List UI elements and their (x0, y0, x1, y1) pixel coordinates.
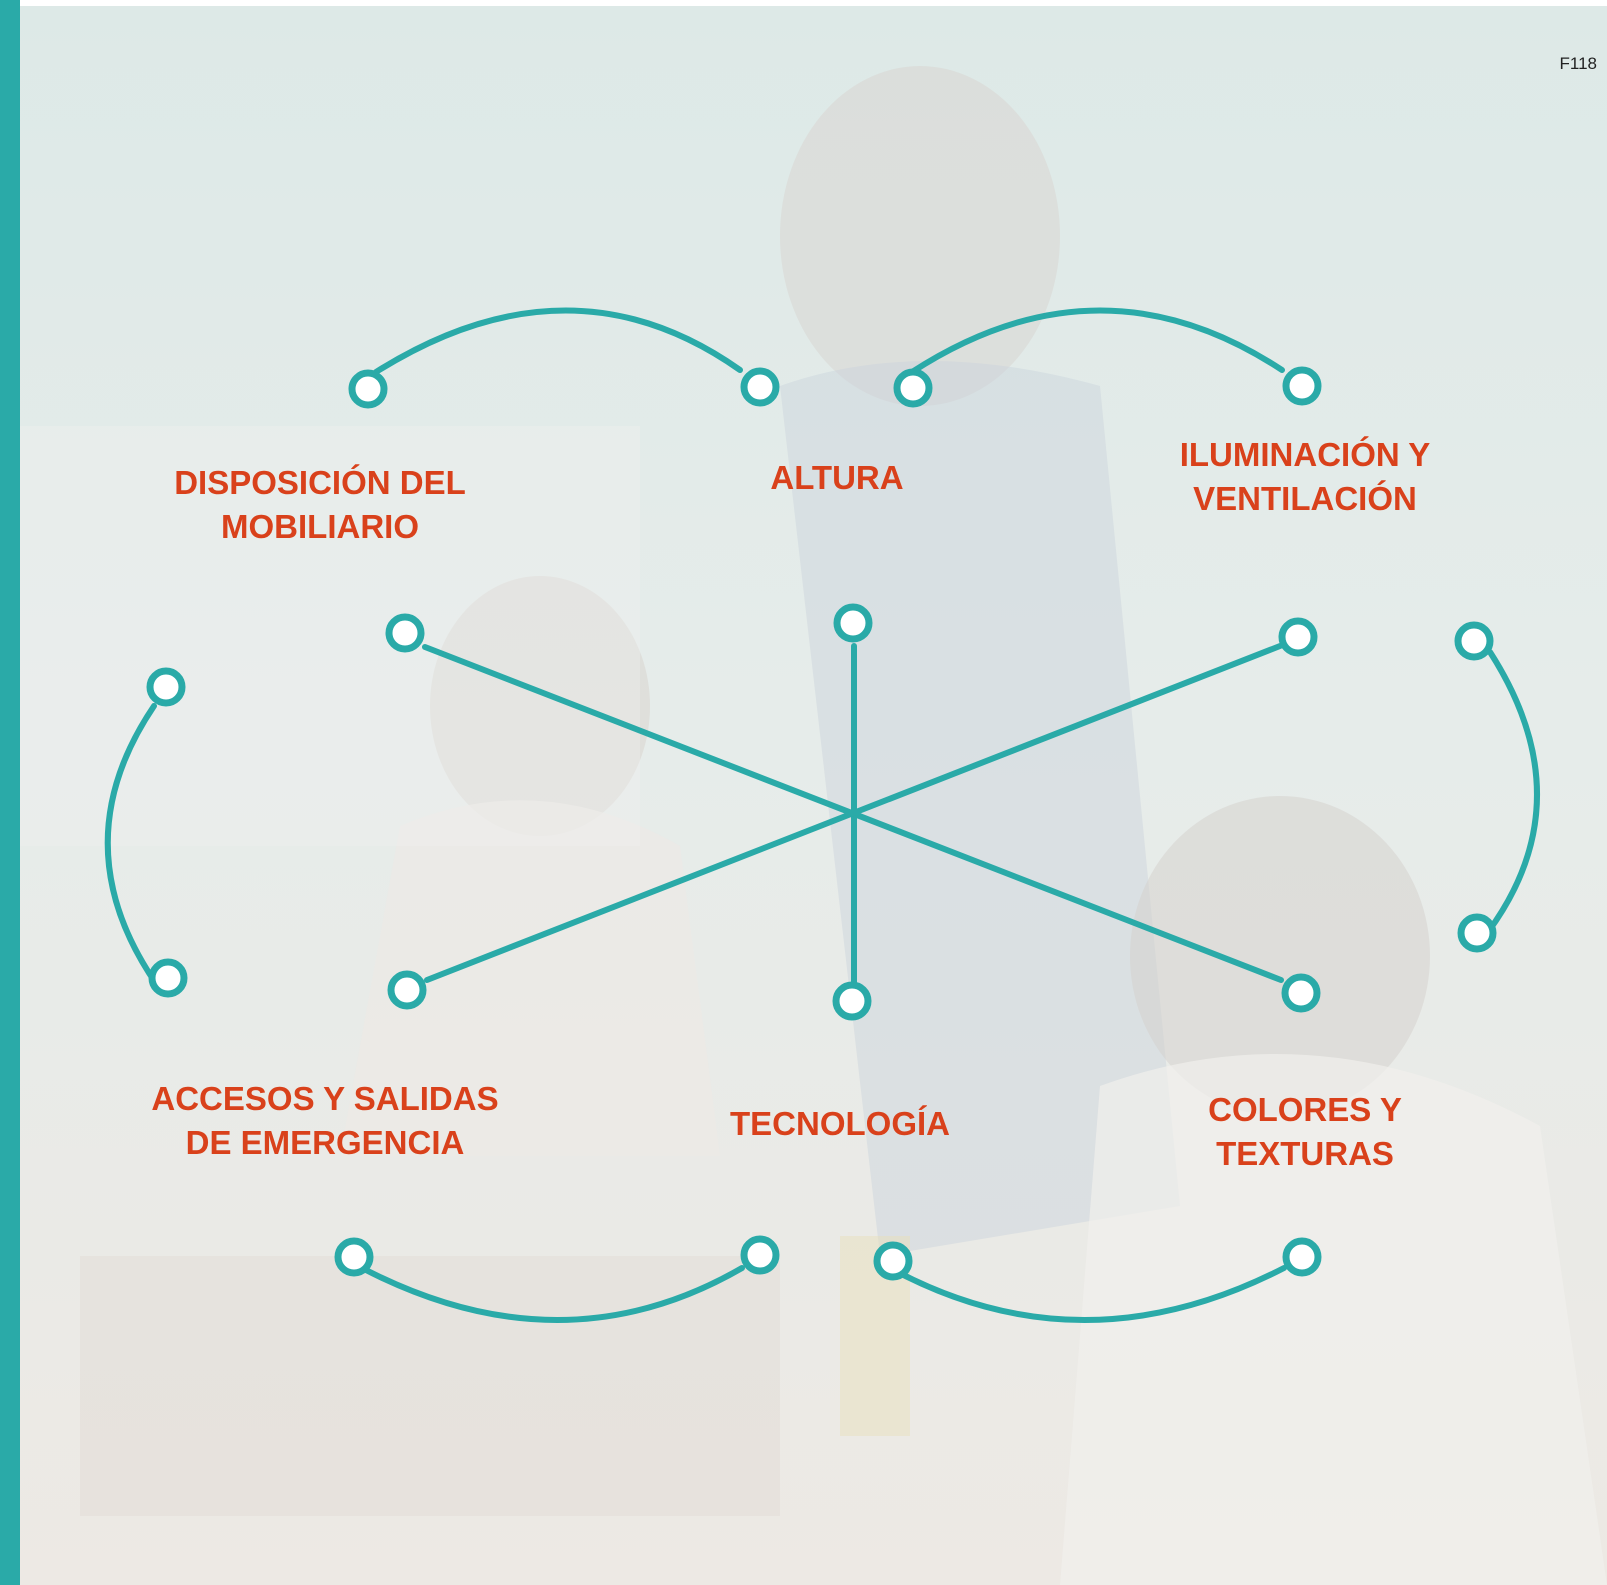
node-ring (387, 970, 427, 1010)
label-iluminacion-y-ventilacion: ILUMINACIÓN Y VENTILACIÓN (1179, 436, 1431, 517)
node-ring (873, 1241, 913, 1281)
top-strip (20, 0, 1607, 6)
classroom-background-photo (20, 6, 1607, 1585)
label-altura: ALTURA (770, 459, 904, 496)
node-ring (1282, 1237, 1322, 1277)
label-disposicion-del-mobiliario: DISPOSICIÓN DEL MOBILIARIO (174, 464, 466, 545)
node-ring (146, 667, 186, 707)
node-ring (893, 368, 933, 408)
label-colores-y-texturas: COLORES Y TEXTURAS (1208, 1091, 1402, 1172)
node-ring (334, 1237, 374, 1277)
label-tecnologia: TECNOLOGÍA (730, 1105, 950, 1142)
node-ring (740, 1235, 780, 1275)
arc-right (1485, 649, 1540, 935)
node-ring (1457, 913, 1497, 953)
node-ring (1281, 973, 1321, 1013)
node-ring (148, 958, 188, 998)
left-accent-bar (0, 0, 20, 1585)
arc-top-left (373, 307, 743, 375)
arc-top-right (909, 307, 1285, 375)
arc-bottom-left (359, 1265, 745, 1323)
node-ring (1454, 621, 1494, 661)
arc-bottom-right (887, 1265, 1287, 1323)
node-ring (832, 981, 872, 1021)
node-ring (1282, 366, 1322, 406)
spoke-diagonal-up (424, 643, 1283, 983)
node-ring (385, 613, 425, 653)
node-ring (833, 603, 873, 643)
node-ring (1278, 617, 1318, 657)
arc-left (104, 703, 160, 988)
node-ring (740, 367, 780, 407)
page-code: F118 (1559, 54, 1598, 73)
node-ring (348, 369, 388, 409)
label-accesos-y-salidas-de-emergencia: ACCESOS Y SALIDAS DE EMERGENCIA (151, 1080, 499, 1161)
